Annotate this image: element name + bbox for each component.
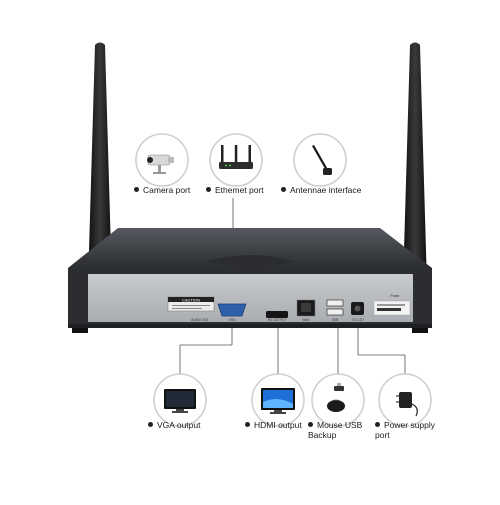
camera-icon xyxy=(135,133,189,187)
hdmi-output-label: HDMI output xyxy=(245,420,302,430)
antennae-interface-label: Antennae interface xyxy=(281,185,361,195)
panel-captions: AUDIO OUT VGA HD OUTPUT WAN USB DC 12V P… xyxy=(191,294,400,322)
camera-port-label: Camera port xyxy=(134,185,190,195)
hdmi-output-text: HDMI output xyxy=(254,420,302,430)
hdmi-monitor-icon xyxy=(251,373,305,427)
bullet xyxy=(375,422,380,427)
mouse-usb-text-line1: Mouse USB xyxy=(317,420,363,430)
bullet xyxy=(245,422,250,427)
power-caption: Power xyxy=(390,294,400,298)
wan-caption: WAN xyxy=(302,318,310,322)
mouse-usb-icon xyxy=(311,373,365,427)
top-callout-icons xyxy=(135,133,347,187)
nvr-body xyxy=(68,228,432,333)
vga-output-label: VGA output xyxy=(148,420,200,430)
power-supply-label: Power supply port xyxy=(375,420,435,440)
bullet xyxy=(148,422,153,427)
usb-port-top xyxy=(326,299,344,307)
vga-output-text: VGA output xyxy=(157,420,201,430)
camera-port-text: Camera port xyxy=(143,185,191,195)
mouse-usb-label: Mouse USB Backup xyxy=(308,420,362,440)
caution-text: CAUTION xyxy=(182,297,200,302)
power-supply-text-line2: port xyxy=(375,430,390,440)
vga-monitor-icon xyxy=(153,373,207,427)
ethernet-port-text: Ethemet port xyxy=(215,185,264,195)
mouse-usb-text-line2: Backup xyxy=(308,430,337,440)
bullet xyxy=(206,187,211,192)
antennae-interface-text: Antennae interface xyxy=(290,185,362,195)
router-icon xyxy=(209,133,263,187)
dc-caption: DC 12V xyxy=(352,318,364,322)
vga-caption: VGA xyxy=(229,318,237,322)
rear-ports: CAUTION xyxy=(167,296,411,318)
bullet xyxy=(134,187,139,192)
bullet xyxy=(308,422,313,427)
vga-port xyxy=(217,303,247,317)
ethernet-port-label: Ethemet port xyxy=(206,185,264,195)
power-adapter-icon xyxy=(378,373,432,427)
rear-panel xyxy=(88,274,413,322)
power-supply-text-line1: Power supply xyxy=(384,420,436,430)
bottom-callout-icons xyxy=(153,373,432,427)
usb-port-bottom xyxy=(326,308,344,316)
bullet xyxy=(281,187,286,192)
usb-caption: USB xyxy=(332,318,339,322)
audio-out-caption: AUDIO OUT xyxy=(191,318,209,322)
hd-output-caption: HD OUTPUT xyxy=(268,318,287,322)
antenna-icon xyxy=(293,133,347,187)
